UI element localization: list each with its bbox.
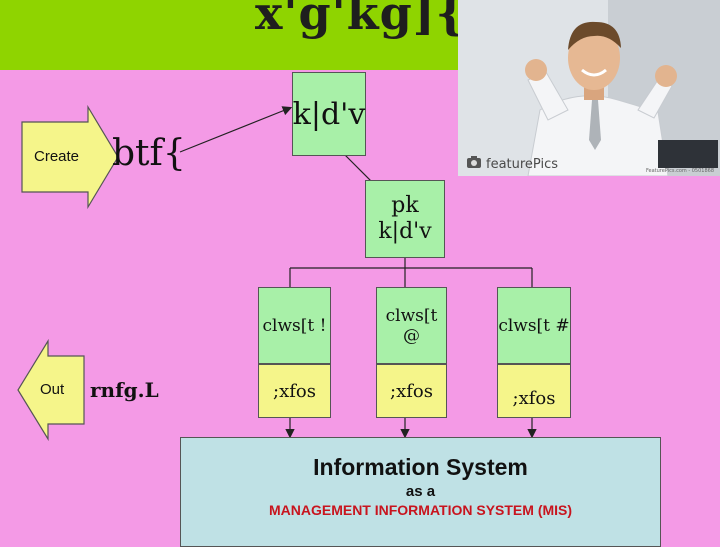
create-text: btf{ [112,133,186,174]
mid-box-line1: pk [391,193,418,219]
out-label: Out [40,381,64,398]
column-head-1: clws[t ! [258,287,331,364]
column-body-1: ;xfos [258,364,331,418]
column-head-2: clws[t @ [376,287,447,364]
column-head-3: clws[t # [497,287,571,364]
mis-label: MANAGEMENT INFORMATION SYSTEM (MIS) [181,502,660,518]
column-body-3: ;xfos [497,364,571,418]
information-system-box: Information System as a MANAGEMENT INFOR… [180,437,661,547]
mid-box-line2: k|d'v [378,219,431,245]
arrow-create-to-top [180,108,290,152]
system-title: Information System [181,454,660,481]
create-label: Create [34,148,79,165]
column-body-2: ;xfos [376,364,447,418]
system-subtitle: as a [181,483,660,500]
top-box: k|d'v [292,72,366,156]
tree-lines [290,258,532,287]
out-text: rnfg.L [90,378,159,402]
mid-box: pk k|d'v [365,180,445,258]
